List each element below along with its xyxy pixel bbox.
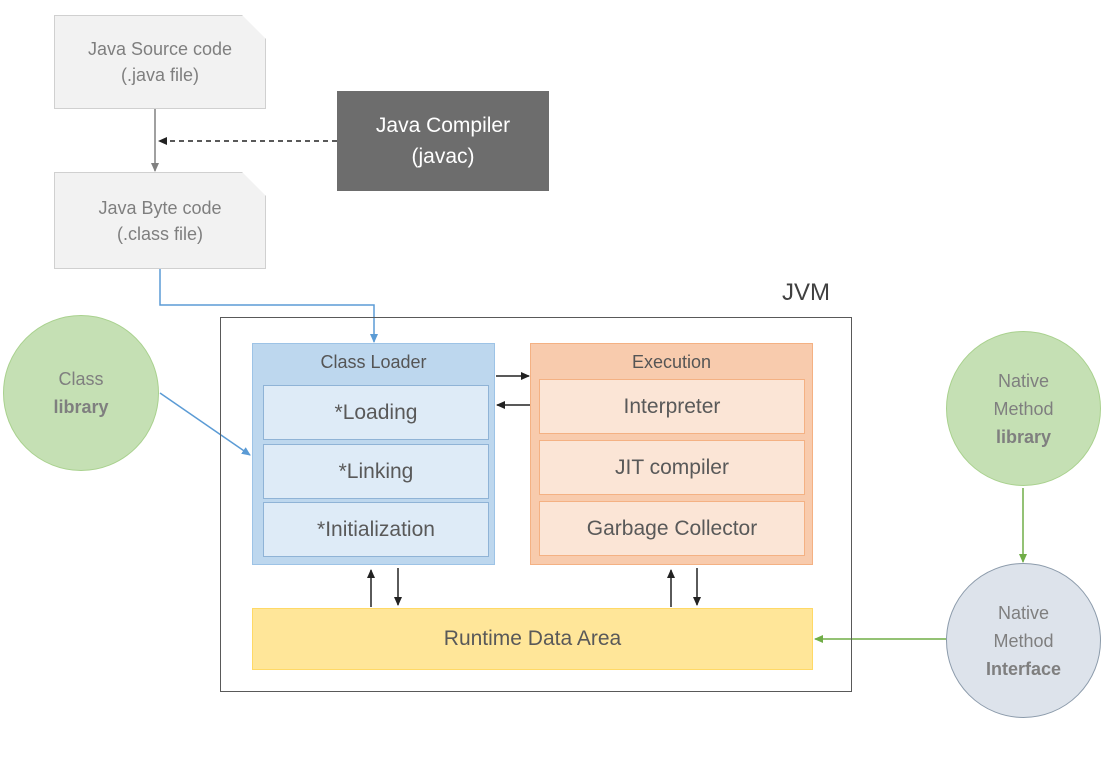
loading-step: *Loading: [263, 385, 489, 440]
linking-step: *Linking: [263, 444, 489, 499]
execution-title: Execution: [631, 352, 712, 372]
java-compiler-label: Java Compiler: [375, 114, 511, 137]
native-library-line3: library: [995, 426, 1052, 447]
java-byte-code-doc: Java Byte code (.class file): [54, 172, 266, 269]
class-library-line1: Class: [58, 369, 104, 389]
javac-label: (javac): [411, 145, 475, 168]
garbage-collector-step: Garbage Collector: [539, 501, 805, 556]
jvm-frame: [220, 317, 852, 692]
native-interface-line1: Native: [997, 602, 1050, 623]
native-interface-line2: Method: [993, 630, 1054, 651]
initialization-step: *Initialization: [263, 502, 489, 557]
interpreter-step: Interpreter: [539, 379, 805, 434]
native-interface-line3: Interface: [985, 658, 1062, 679]
java-source-code-doc: Java Source code (.java file): [54, 15, 266, 109]
native-library-line1: Native: [997, 370, 1050, 391]
class-loader-title: Class Loader: [320, 352, 427, 372]
java-source-code-label: Java Source code: [87, 39, 233, 59]
jit-compiler-step: JIT compiler: [539, 440, 805, 495]
native-method-library-circle: Native Method library: [946, 331, 1101, 486]
native-library-line2: Method: [993, 398, 1054, 419]
class-library-line2: library: [53, 397, 109, 417]
java-file-label: (.java file): [120, 65, 200, 85]
class-file-label: (.class file): [116, 223, 203, 244]
java-byte-code-label: Java Byte code: [98, 197, 222, 218]
runtime-data-area: Runtime Data Area: [252, 608, 813, 670]
class-loader-panel: Class Loader *Loading *Linking *Initiali…: [252, 343, 495, 565]
java-compiler-box: Java Compiler (javac): [337, 91, 549, 191]
class-library-circle: Class library: [3, 315, 159, 471]
jvm-label: JVM: [782, 279, 830, 306]
native-method-interface-circle: Native Method Interface: [946, 563, 1101, 718]
execution-panel: Execution Interpreter JIT compiler Garba…: [530, 343, 813, 565]
